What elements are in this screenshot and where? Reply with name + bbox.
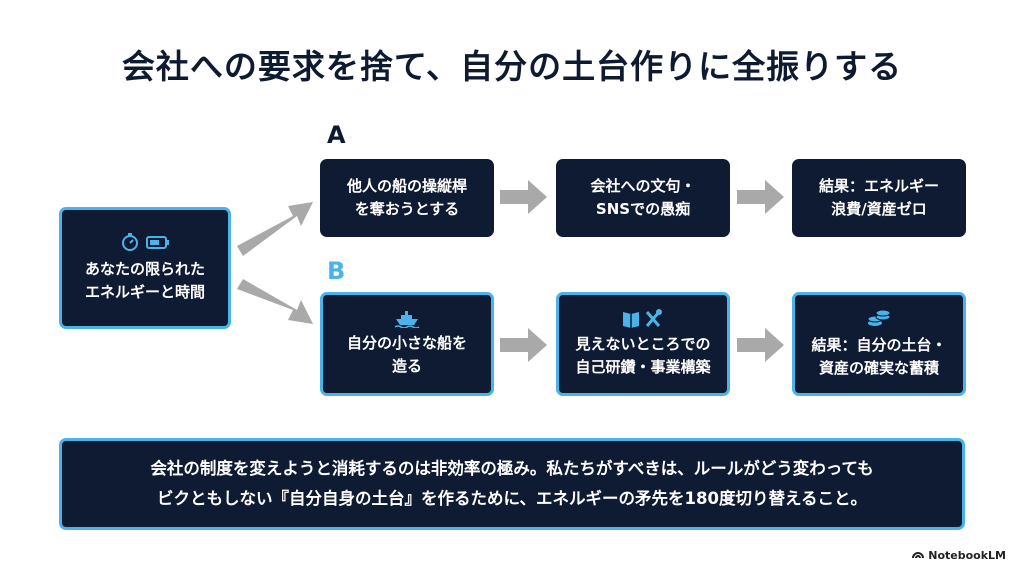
path-a-step-2-text: 会社への文句・ SNSでの愚痴: [590, 177, 696, 218]
path-b-step-1-text: 自分の小さな船を 造る: [346, 334, 467, 375]
coins-icon: [866, 308, 892, 330]
brand-watermark: NotebookLM: [912, 549, 1006, 562]
path-a-step-1-text: 他人の船の操縦桿 を奪おうとする: [346, 177, 467, 218]
start-box: あなたの限られた エネルギーと時間: [59, 207, 231, 329]
path-b-step-2: 見えないところでの 自己研鑽・事業構築: [556, 292, 730, 396]
path-a-step-2: 会社への文句・ SNSでの愚痴: [556, 159, 730, 237]
arrow-a2: [737, 180, 784, 214]
brand-text: NotebookLM: [928, 549, 1006, 562]
arrow-b1: [500, 328, 547, 362]
path-a-step-3: 結果：エネルギー 浪費/資産ゼロ: [792, 159, 966, 237]
arrow-b2: [737, 328, 784, 362]
conclusion-box: 会社の制度を変えようと消耗するのは非効率の極み。私たちがすべきは、ルールがどう変…: [59, 438, 965, 530]
conclusion-line-2: ビクともしない『自分自身の土台』を作るために、エネルギーの矛先を180度切り替え…: [157, 489, 867, 508]
path-a-label: A: [327, 121, 346, 149]
notebooklm-logo-icon: [912, 549, 925, 562]
page-title: 会社への要求を捨て、自分の土台作りに全振りする: [121, 47, 903, 86]
path-b-step-2-text: 見えないところでの 自己研鑽・事業構築: [575, 335, 711, 376]
ship-icon: [394, 310, 420, 328]
path-a-step-3-text: 結果：エネルギー 浪費/資産ゼロ: [818, 177, 939, 218]
conclusion-line-1: 会社の制度を変えようと消耗するのは非効率の極み。私たちがすべきは、ルールがどう変…: [150, 459, 874, 478]
path-b-step-3-text: 結果：自分の土台・ 資産の確実な蓄積: [811, 336, 947, 377]
path-b-step-3: 結果：自分の土台・ 資産の確実な蓄積: [792, 292, 966, 396]
start-text: あなたの限られた エネルギーと時間: [84, 260, 205, 301]
path-a-step-1: 他人の船の操縦桿 を奪おうとする: [320, 159, 494, 237]
book-tools-icon: [621, 309, 665, 329]
arrow-to-a: [237, 202, 313, 256]
path-b-step-1: 自分の小さな船を 造る: [320, 292, 494, 396]
path-b-label: B: [327, 257, 346, 285]
arrow-to-b: [237, 279, 313, 324]
stopwatch-icon: [120, 232, 140, 252]
arrow-a1: [500, 180, 547, 214]
battery-icon: [146, 232, 170, 252]
